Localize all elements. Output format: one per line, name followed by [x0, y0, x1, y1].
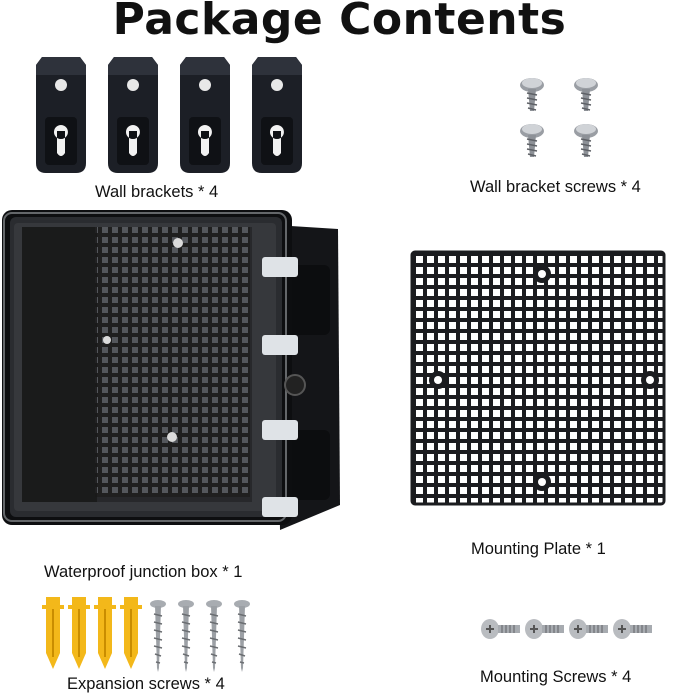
wall-brackets-label: Wall brackets * 4 — [95, 183, 219, 201]
mounting-plate-label: Mounting Plate * 1 — [471, 540, 606, 558]
junction-box-label: Waterproof junction box * 1 — [44, 563, 243, 581]
junction-box-image — [2, 210, 340, 530]
wall-bracket-screws-label: Wall bracket screws * 4 — [470, 178, 641, 196]
wall-brackets-image — [36, 57, 302, 173]
expansion-screws-label: Expansion screws * 4 — [67, 675, 225, 693]
mounting-plate-image — [410, 250, 666, 506]
wall-bracket-screws-image — [519, 77, 599, 158]
mounting-screws-image — [480, 618, 653, 640]
page-title: Package Contents — [112, 0, 567, 45]
mounting-screws-label: Mounting Screws * 4 — [480, 668, 632, 686]
expansion-screws-image — [41, 596, 251, 673]
